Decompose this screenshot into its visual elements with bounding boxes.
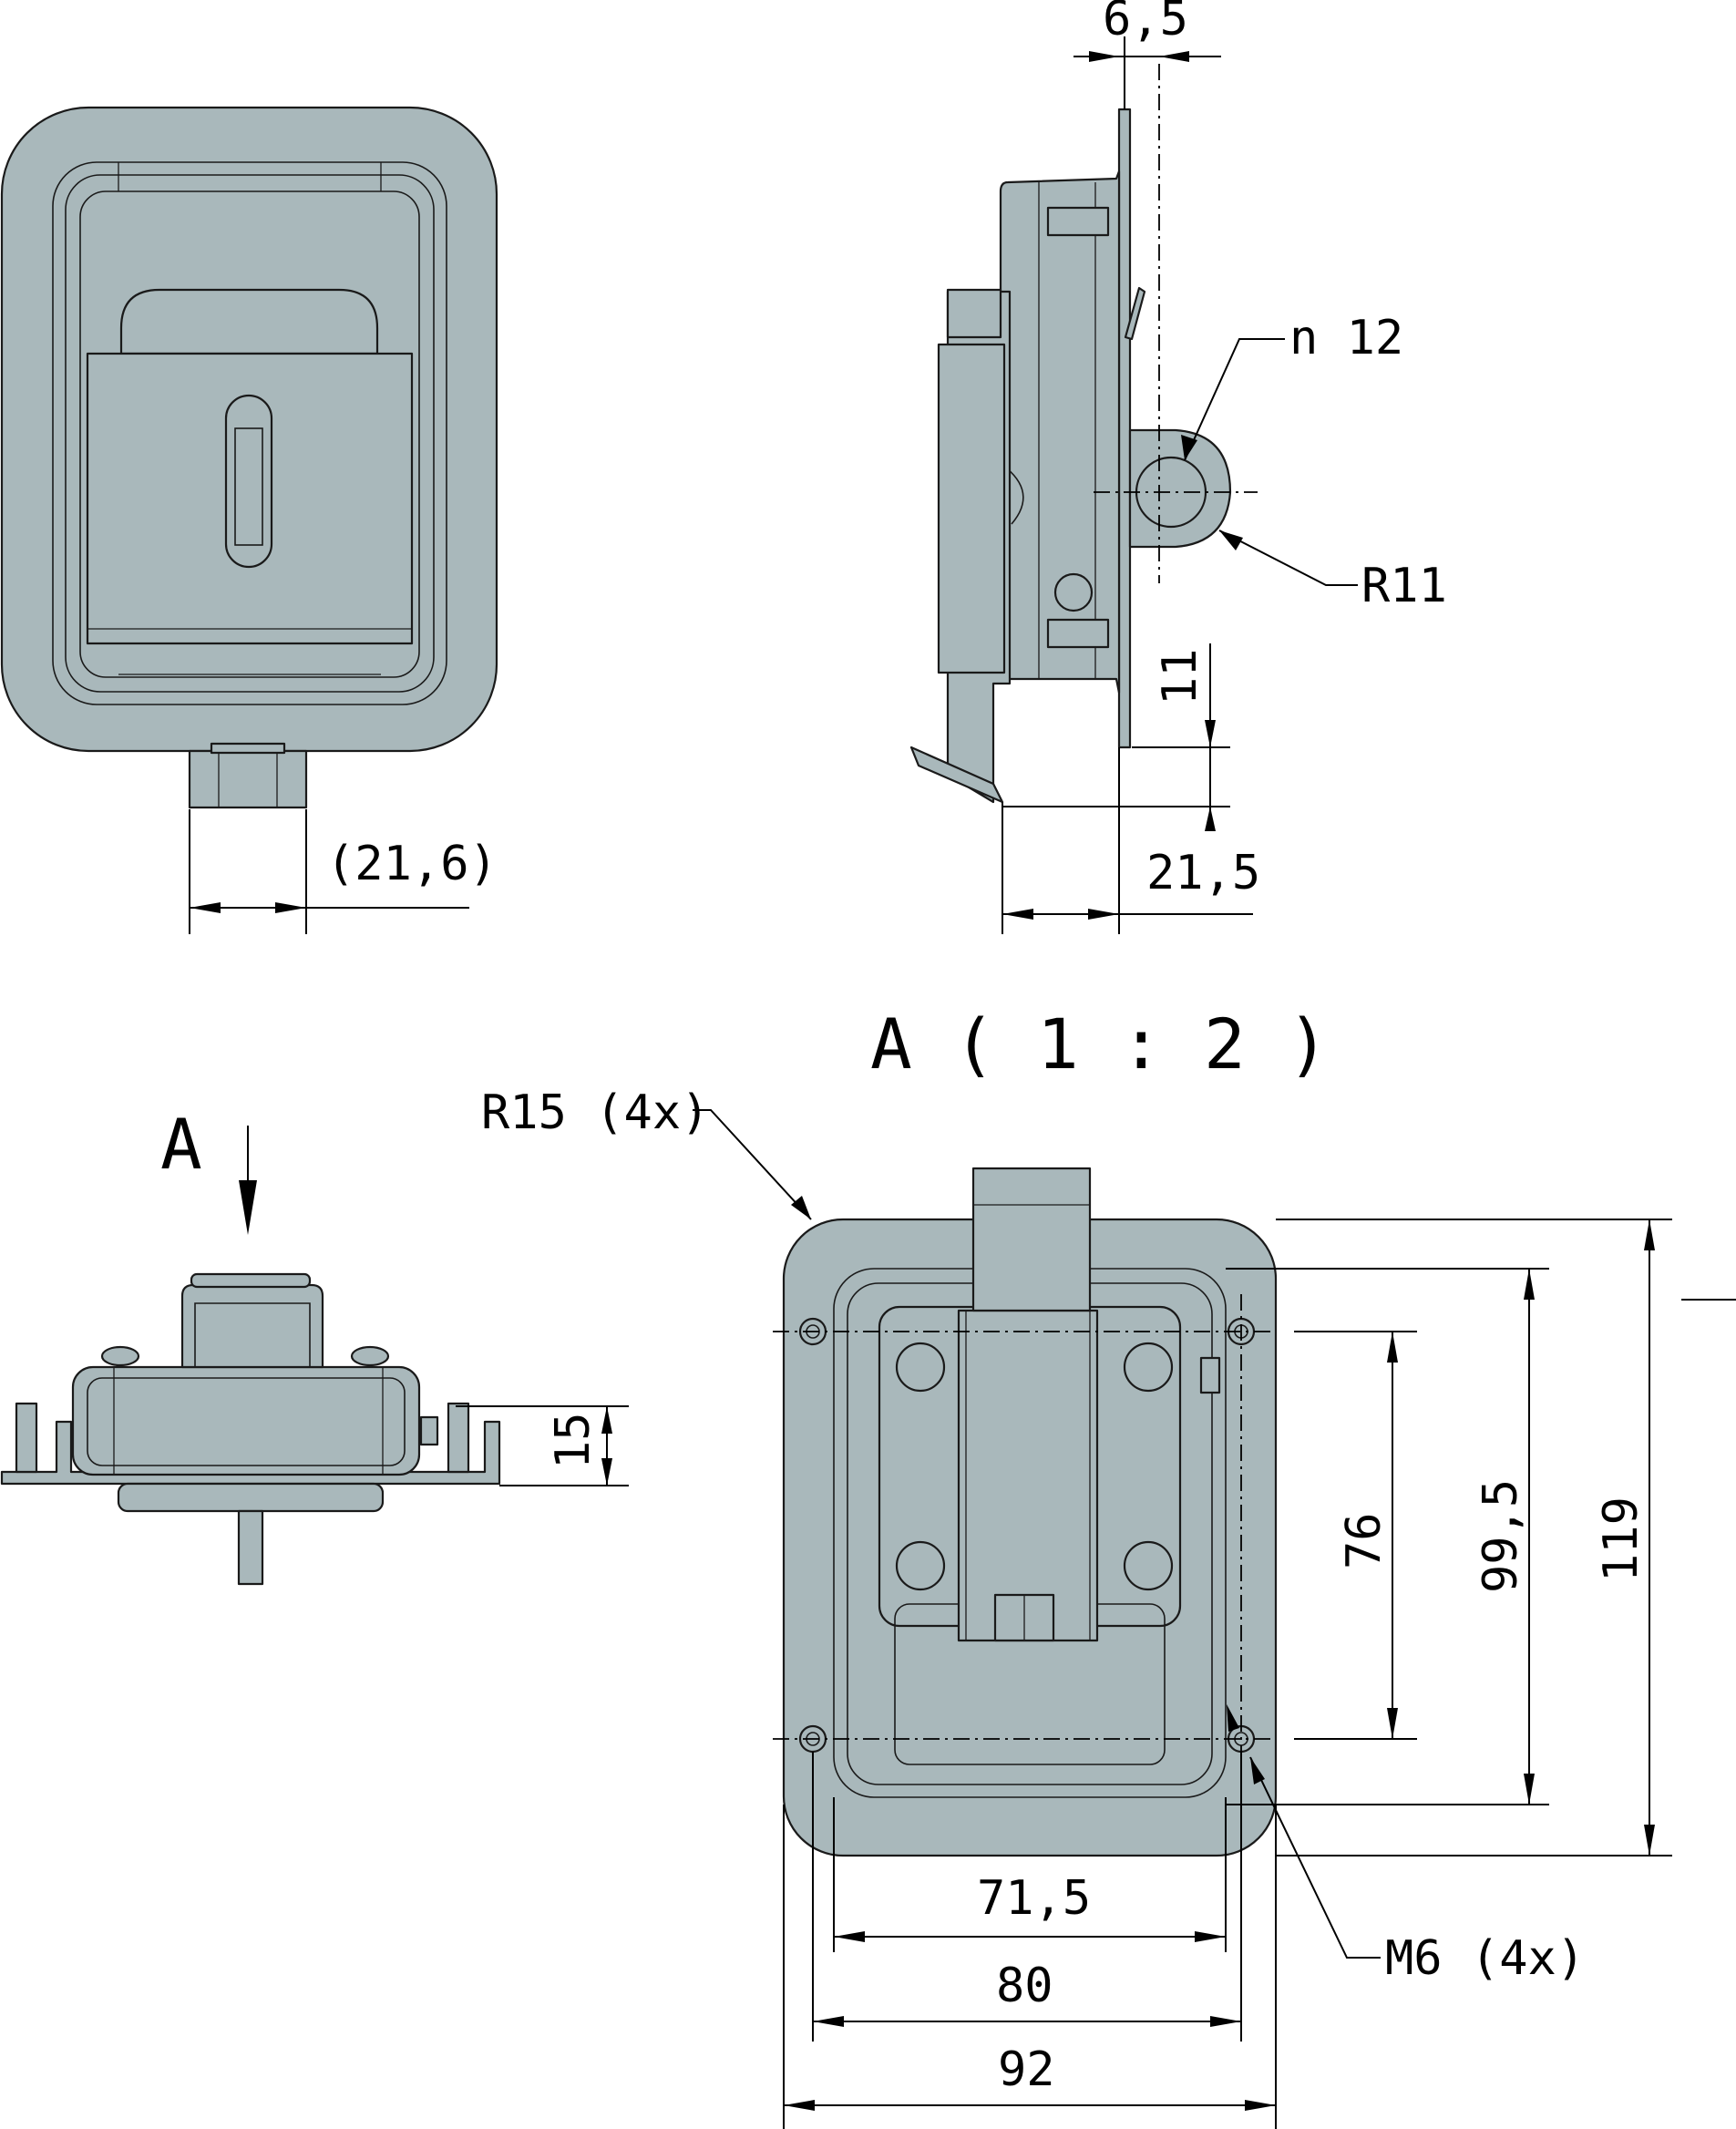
- view-marker-a: A: [160, 1104, 202, 1185]
- dim-r15: R15 (4x): [481, 1085, 709, 1140]
- dim-21-6: (21,6): [326, 837, 498, 891]
- dim-92: 92: [998, 2042, 1055, 2097]
- side-view: 6,5 n 12 R11 11 21,5: [909, 0, 1447, 934]
- front-view: [0, 106, 498, 809]
- detail-view-a: A ( 1 : 2 ) R15 (4x): [481, 1003, 1736, 2129]
- dim-71-5: 71,5: [977, 1871, 1091, 1926]
- dim-99-5: 99,5: [1474, 1479, 1528, 1593]
- detail-title: A ( 1 : 2 ): [870, 1003, 1329, 1085]
- dim-6-5: 6,5: [1103, 0, 1188, 46]
- dim-15: 15: [546, 1412, 601, 1469]
- top-view: A 15: [0, 1104, 629, 1586]
- dim-80: 80: [996, 1959, 1053, 2013]
- dim-21-5: 21,5: [1146, 846, 1260, 900]
- dim-11: 11: [1153, 648, 1207, 705]
- dim-r11: R11: [1361, 559, 1447, 613]
- dim-76: 76: [1337, 1512, 1392, 1569]
- dim-m6: M6 (4x): [1385, 1931, 1585, 1986]
- dim-n12: n 12: [1289, 311, 1403, 365]
- front-view-dimension: (21,6): [189, 809, 498, 934]
- dim-119: 119: [1594, 1496, 1649, 1582]
